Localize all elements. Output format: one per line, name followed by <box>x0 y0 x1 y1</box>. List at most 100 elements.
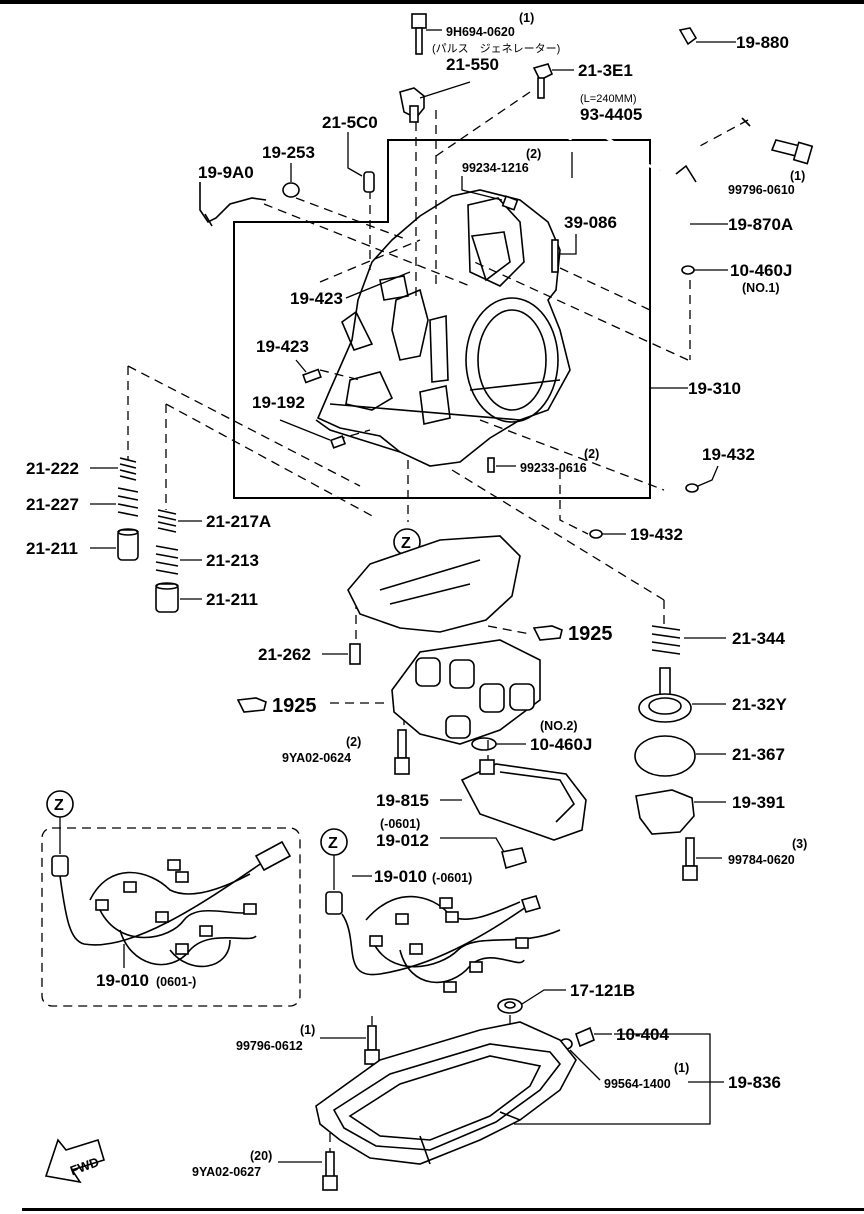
label-21-32y: 21-32Y <box>732 695 787 714</box>
washer-17-121b <box>497 989 566 1014</box>
cover-19-391 <box>635 789 726 835</box>
leader-19-836-bracket <box>514 1033 724 1125</box>
label-19-423-lower: 19-423 <box>256 337 309 356</box>
bolt-9ya02-0627 <box>278 1151 338 1191</box>
fwd-arrow-icon: FWD <box>44 1138 105 1184</box>
label-l240: (L=240MM) <box>580 93 637 105</box>
label-no2: (NO.2) <box>540 719 578 733</box>
label-1925-b: 1925 <box>272 695 317 717</box>
label-19-310: 19-310 <box>688 379 741 398</box>
top-border-rule <box>0 0 864 4</box>
label-19-432-b: 19-432 <box>630 525 683 544</box>
label-21-227: 21-227 <box>26 495 79 514</box>
bottom-border-rule <box>22 1208 864 1211</box>
label-99564-qty: (1) <box>674 1061 689 1075</box>
spring-21-227 <box>90 487 139 517</box>
label-9ya02-0624-qty: (2) <box>346 735 361 749</box>
label-19-012: 19-012 <box>376 831 429 850</box>
label-no1: (NO.1) <box>742 281 780 295</box>
wire-19-9a0 <box>199 182 267 227</box>
bolt-9h694-0620 <box>411 13 442 55</box>
label-99233-qty: (2) <box>584 447 599 461</box>
pulse-generator-21-550 <box>399 81 471 123</box>
oil-filter-19-815 <box>440 759 587 841</box>
hand-pointer-1925-a <box>532 625 563 641</box>
label-19-253: 19-253 <box>262 143 315 162</box>
plug-19-253 <box>282 163 300 198</box>
z-marker-mid <box>320 828 348 890</box>
wire-harness-19-010-top <box>325 875 561 993</box>
label-21-211-a: 21-211 <box>26 539 78 558</box>
part-19-423-upper <box>345 271 411 299</box>
spring-21-344 <box>651 625 726 655</box>
piston-21-32y <box>638 667 726 723</box>
hose-93-4405 <box>568 128 661 178</box>
label-21-211-b: 21-211 <box>206 590 258 609</box>
label-pulse-generator-note: (パルス ジェネレーター) <box>432 42 560 55</box>
label-1925-a: 1925 <box>568 623 613 645</box>
label-21-3e1: 21-3E1 <box>578 61 633 80</box>
label-z-top: Z <box>401 535 411 552</box>
label-93-4405: 93-4405 <box>580 105 642 124</box>
label-19-432-a: 19-432 <box>702 445 755 464</box>
separator-plate <box>347 535 521 633</box>
assembly-dashed-lines <box>127 91 749 1152</box>
label-17-121b: 17-121B <box>570 981 635 1000</box>
label-19-010-left-note: (0601-) <box>156 975 196 989</box>
dipstick-tube-19-870a <box>675 27 751 254</box>
label-19-192: 19-192 <box>252 393 305 412</box>
spring-21-222 <box>90 457 137 481</box>
label-19-880: 19-880 <box>736 33 789 52</box>
valve-body <box>391 639 541 745</box>
drain-plug-10-404 <box>575 1026 612 1048</box>
part-19-192 <box>279 419 347 449</box>
sensor-19-012 <box>440 837 527 870</box>
label-21-262: 21-262 <box>258 645 311 664</box>
bolt-99784-0620 <box>682 837 722 881</box>
label-99796-0612: 99796-0612 <box>236 1039 303 1053</box>
label-21-550: 21-550 <box>446 55 499 74</box>
wire-harness-19-010-left <box>51 840 292 968</box>
label-99234-qty: (2) <box>526 147 541 161</box>
seal-21-367 <box>634 735 726 777</box>
label-21-344: 21-344 <box>732 629 785 648</box>
label-21-367: 21-367 <box>732 745 785 764</box>
label-10-404: 10-404 <box>616 1025 669 1044</box>
label-9h694-qty: (1) <box>519 11 534 25</box>
label-21-5c0: 21-5C0 <box>322 113 378 132</box>
label-z-left: Z <box>54 797 64 814</box>
label-19-815: 19-815 <box>376 791 429 810</box>
label-0601-paren: (-0601) <box>380 817 420 831</box>
label-99796-0610: 99796-0610 <box>728 183 795 197</box>
label-21-222: 21-222 <box>26 459 79 478</box>
bolt-21-262 <box>322 643 361 665</box>
label-19-423-upper: 19-423 <box>290 289 343 308</box>
label-10-460j-no1: 10-460J <box>730 261 792 280</box>
label-99784-0620: 99784-0620 <box>728 853 795 867</box>
o-ring-19-432-b <box>589 529 626 539</box>
label-19-010-top: 19-010 <box>374 867 427 886</box>
label-19-836: 19-836 <box>728 1073 781 1092</box>
label-39-086: 39-086 <box>564 213 617 232</box>
bolt-21-3e1 <box>532 63 574 99</box>
label-9ya02-0627-qty: (20) <box>250 1149 272 1163</box>
label-99234-1216: 99234-1216 <box>462 161 529 175</box>
label-z-mid: Z <box>328 835 338 852</box>
label-9ya02-0624: 9YA02-0624 <box>282 751 351 765</box>
hand-pointer-1925-b <box>236 697 267 713</box>
label-99796-0612-qty: (1) <box>300 1023 315 1037</box>
label-9ya02-0627: 9YA02-0627 <box>192 1165 261 1179</box>
label-99564-1400: 99564-1400 <box>604 1077 671 1091</box>
label-9h694-0620: 9H694-0620 <box>446 25 515 39</box>
sensor-21-5c0 <box>347 132 375 193</box>
label-21-217a: 21-217A <box>206 512 271 531</box>
oil-pan-19-836 <box>315 1021 577 1165</box>
label-99796-0610-qty: (1) <box>790 169 805 183</box>
label-21-213: 21-213 <box>206 551 259 570</box>
bolt-99796-0610 <box>770 139 814 165</box>
transaxle-case-group-box <box>233 139 651 499</box>
label-19-010-top-note: (-0601) <box>432 871 472 885</box>
spring-21-217a <box>157 509 202 533</box>
label-99784-qty: (3) <box>792 837 807 851</box>
